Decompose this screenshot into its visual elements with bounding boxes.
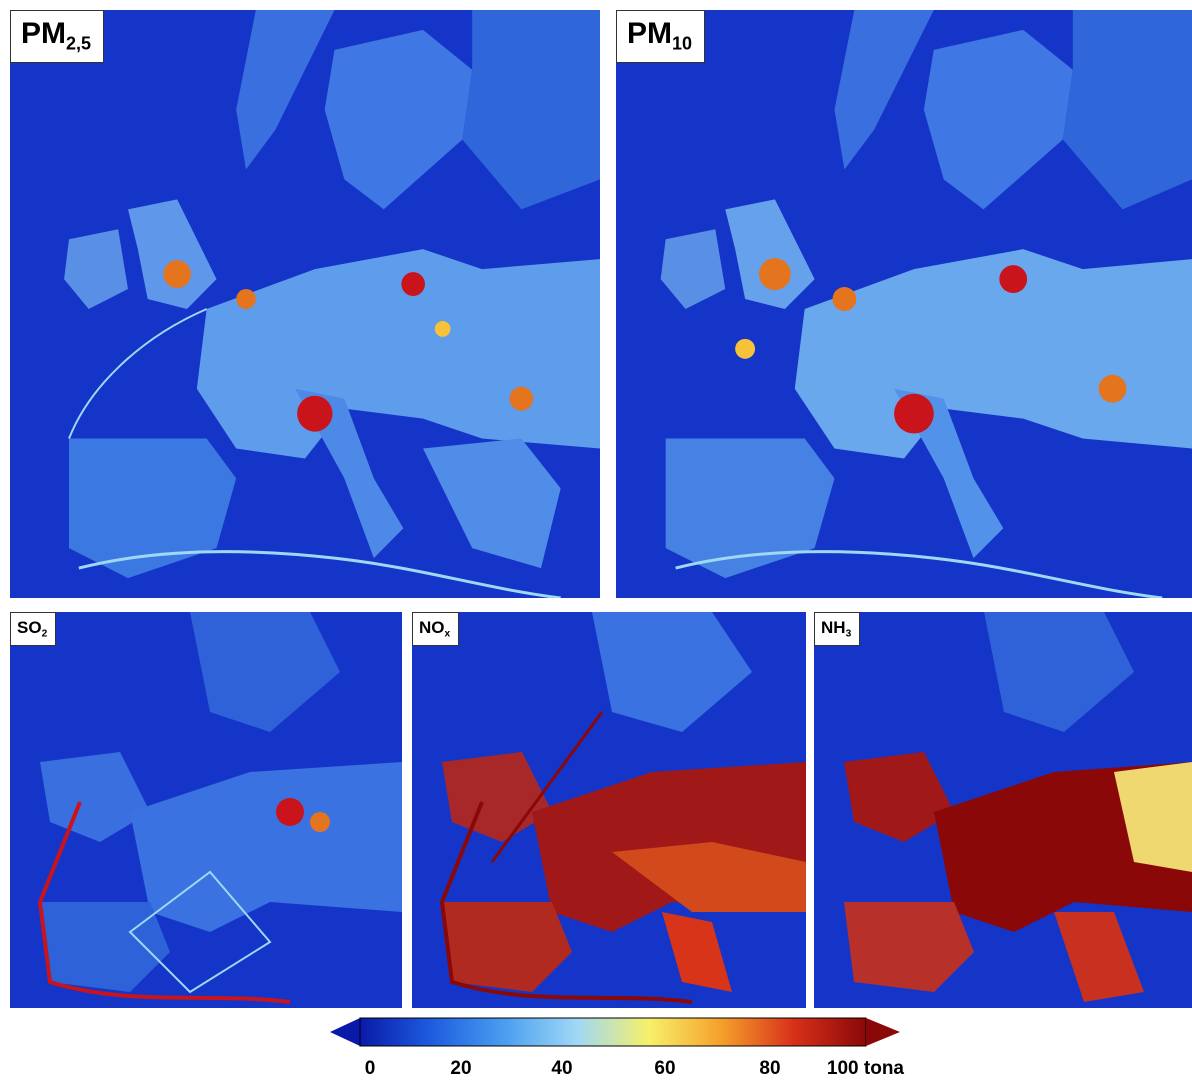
so2-map-panel: SO2 — [10, 612, 402, 1008]
so2-map — [10, 612, 402, 1008]
pm25-map — [10, 10, 600, 598]
nox-map — [412, 612, 806, 1008]
legend-right-arrow — [866, 1018, 900, 1046]
legend-tick: 100 tona — [826, 1058, 904, 1079]
pm10-map — [616, 10, 1192, 598]
panel-label-so2: SO2 — [10, 612, 57, 646]
panel-label-pm10: PM10 — [616, 10, 706, 64]
legend-tick: 20 — [450, 1058, 472, 1079]
pm10-map-panel: PM10 — [616, 10, 1192, 598]
nh3-map — [814, 612, 1192, 1008]
panel-label-pm25: PM2,5 — [10, 10, 105, 64]
legend-left-arrow — [330, 1018, 360, 1046]
nox-map-panel: NOx — [412, 612, 806, 1008]
panel-label-nh3: NH3 — [814, 612, 861, 646]
legend-tick: 80 — [759, 1058, 781, 1079]
nh3-map-panel: NH3 — [814, 612, 1192, 1008]
color-scale-legend: 0 20 40 60 80 100 tona — [330, 1016, 910, 1084]
panel-label-nox: NOx — [412, 612, 460, 646]
legend-tick: 60 — [654, 1058, 676, 1079]
legend-tick: 40 — [551, 1058, 573, 1079]
color-scale-bar — [330, 1017, 900, 1047]
legend-gradient — [359, 1017, 867, 1047]
legend-tick: 0 — [364, 1058, 376, 1079]
pm25-map-panel: PM2,5 — [10, 10, 600, 598]
